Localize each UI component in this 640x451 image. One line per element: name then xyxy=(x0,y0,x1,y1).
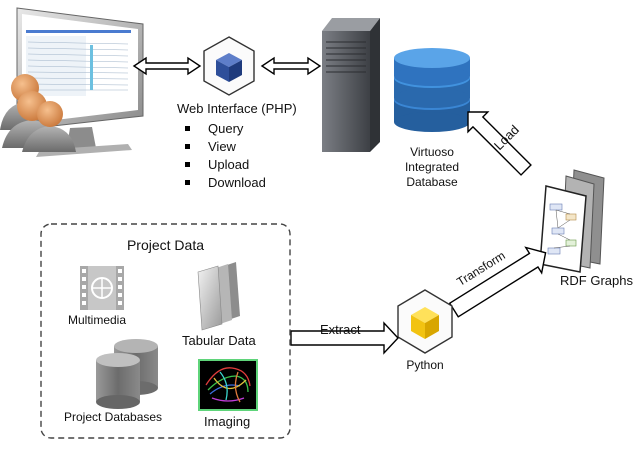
bidirectional-arrow-icon xyxy=(260,56,322,76)
users-icon xyxy=(0,74,76,152)
database-label: Virtuoso Integrated Database xyxy=(384,145,480,190)
database-label-line: Integrated xyxy=(404,160,460,174)
film-reel-icon xyxy=(80,266,124,310)
feature-item: Query xyxy=(183,120,266,138)
tabular-documents-icon xyxy=(197,262,240,331)
python-label: Python xyxy=(406,358,444,372)
database-label-line: Virtuoso xyxy=(410,145,454,159)
imaging-label: Imaging xyxy=(204,414,251,429)
bidirectional-arrow-icon xyxy=(132,56,202,76)
database-icon xyxy=(394,48,470,132)
web-interface-cube-icon xyxy=(203,36,255,96)
databases-icon xyxy=(96,339,158,409)
rdf-graphs-label: RDF Graphs xyxy=(560,273,633,288)
tabular-data-label: Tabular Data xyxy=(182,333,256,348)
brain-imaging-icon xyxy=(198,359,258,411)
feature-item: Download xyxy=(183,174,266,192)
web-interface-feature-list: Query View Upload Download xyxy=(183,120,266,192)
project-databases-label: Project Databases xyxy=(64,410,163,424)
server-icon xyxy=(322,18,380,152)
feature-item: Upload xyxy=(183,156,266,174)
rdf-graphs-icon xyxy=(539,169,605,273)
multimedia-label: Multimedia xyxy=(68,313,127,327)
feature-item: View xyxy=(183,138,266,156)
python-cube-icon xyxy=(397,289,453,354)
computer-monitor-icon xyxy=(16,7,144,157)
web-interface-title: Web Interface (PHP) xyxy=(177,101,297,116)
transform-arrow-icon xyxy=(448,246,547,318)
database-label-line: Database xyxy=(406,175,458,189)
load-arrow-icon xyxy=(467,111,532,176)
extract-arrow-icon xyxy=(290,321,399,355)
extract-label: Extract xyxy=(320,322,361,337)
project-data-title: Project Data xyxy=(126,237,205,253)
